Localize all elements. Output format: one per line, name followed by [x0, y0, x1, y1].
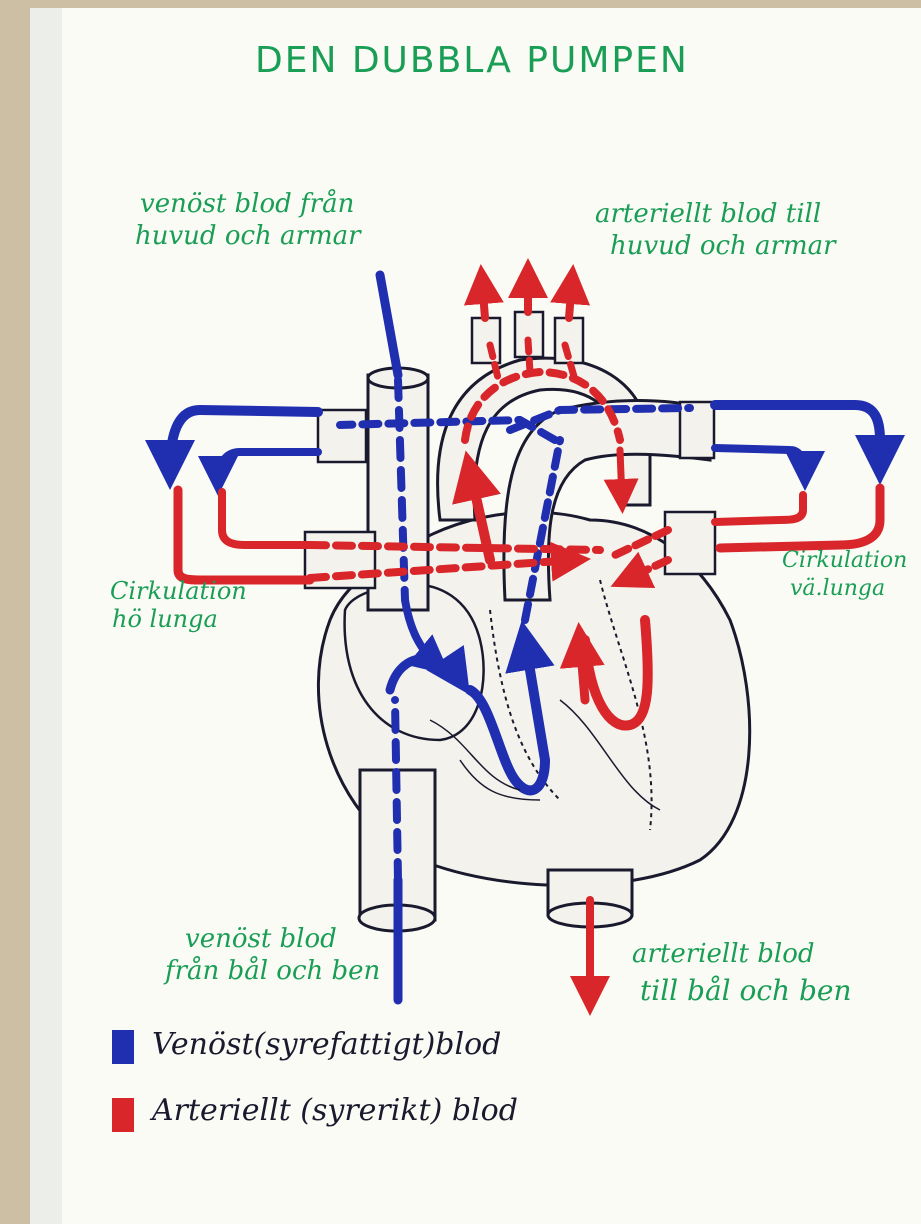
arterial-branch-1	[482, 280, 485, 318]
legend-swatch-venous	[112, 1030, 134, 1064]
legend-label-arterial: Arteriellt (syrerikt) blod	[152, 1094, 518, 1129]
label-right-lung-line-2: hö lunga	[112, 606, 218, 634]
label-arterial-head-line-2: huvud och armar	[610, 232, 836, 262]
arterial-descending	[620, 450, 622, 500]
label-arterial-head-line-1: arteriellt blod till	[595, 200, 821, 230]
label-right-lung-line-1: Cirkulation	[110, 578, 247, 606]
label-venous-head-line-2: huvud och armar	[135, 222, 361, 252]
label-venous-body-line-2: från bål och ben	[165, 957, 380, 987]
arterial-branch-3	[569, 280, 572, 318]
arterial-ventricle-up	[580, 640, 585, 700]
label-left-lung-line-2: vä.lunga	[790, 576, 885, 601]
label-left-lung-line-1: Cirkulation	[782, 548, 907, 573]
venous-ivc-dashed	[395, 700, 398, 880]
legend-label-venous: Venöst(syrefattigt)blod	[152, 1028, 501, 1063]
paper-edge	[30, 8, 62, 1224]
legend-swatch-arterial	[112, 1098, 134, 1132]
left-pulmonary-vein-stub	[665, 512, 715, 574]
label-arterial-body-line-1: arteriellt blod	[632, 940, 815, 970]
right-pulmonary-artery-stub	[318, 410, 366, 462]
label-venous-head-line-1: venöst blod från	[140, 190, 354, 220]
label-arterial-body-line-2: till bål och ben	[640, 975, 852, 1007]
page-title: DEN DUBBLA PUMPEN	[255, 40, 689, 81]
label-venous-body-line-1: venöst blod	[185, 925, 337, 955]
